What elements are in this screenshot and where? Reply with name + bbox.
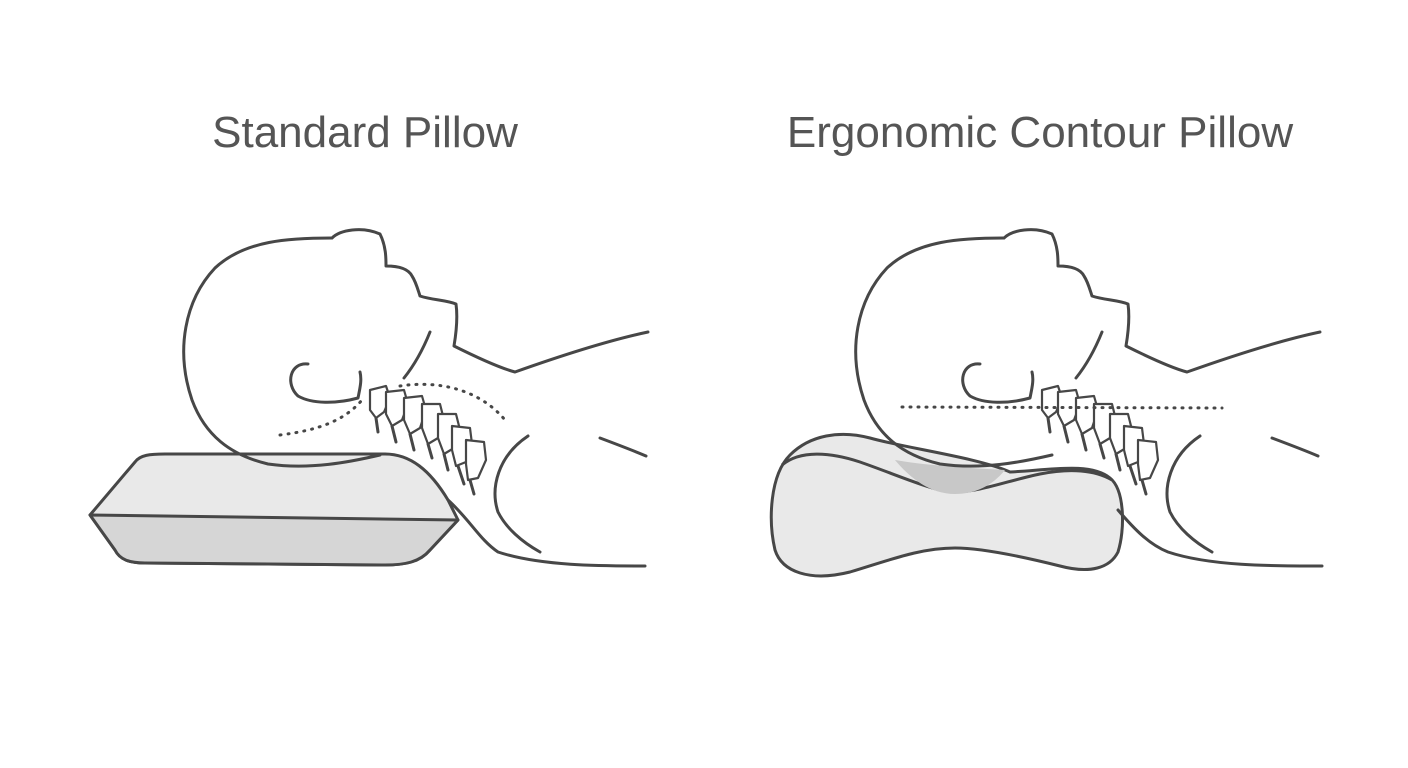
mattress-line-right (1116, 508, 1324, 568)
mattress-line-left (446, 498, 647, 568)
ergonomic-pillow-scene (769, 228, 1324, 578)
standard-pillow-scene (88, 228, 650, 568)
head-dent (895, 460, 1005, 494)
spine-alignment-line (900, 405, 1224, 410)
ergonomic-pillow-title: Ergonomic Contour Pillow (786, 108, 1294, 157)
spine-curve-line (278, 382, 507, 437)
standard-pillow-title: Standard Pillow (212, 108, 518, 157)
ergonomic-pillow (769, 432, 1125, 578)
